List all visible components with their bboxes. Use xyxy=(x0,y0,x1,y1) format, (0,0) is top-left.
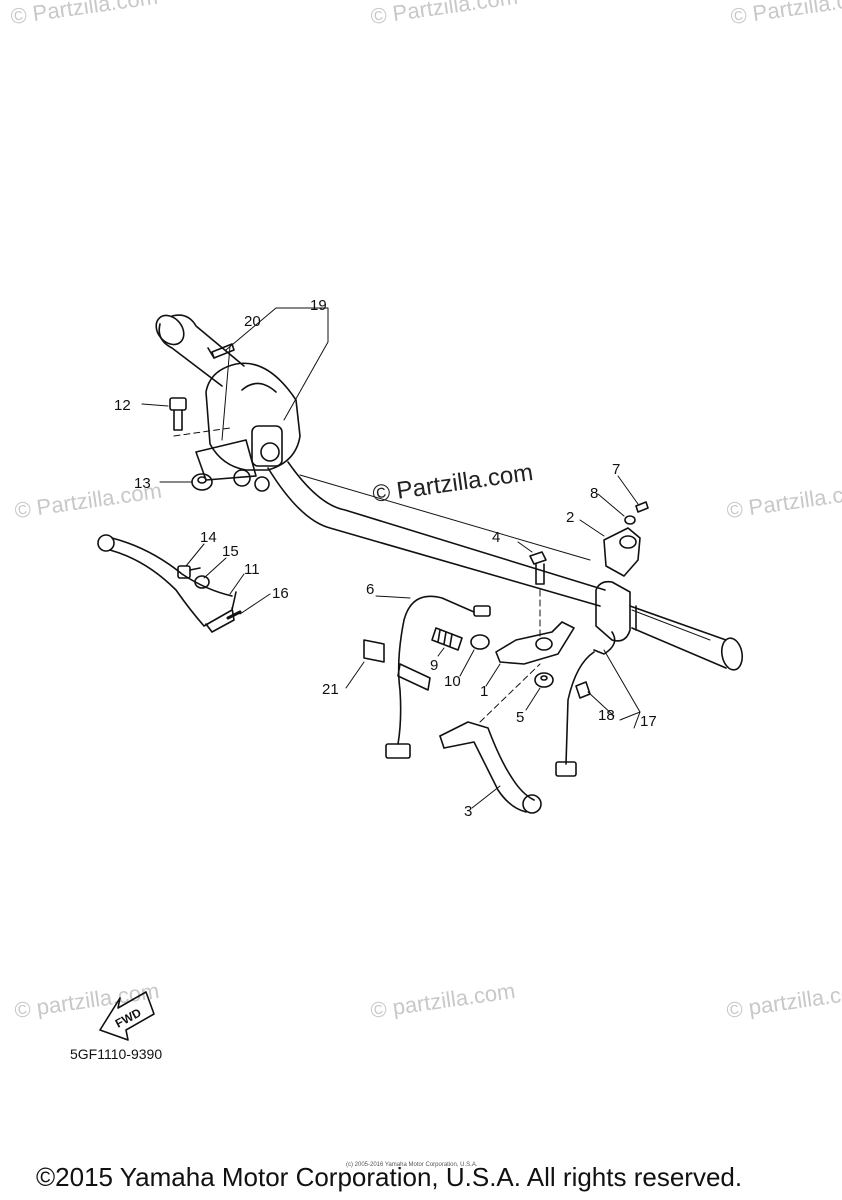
screw-16 xyxy=(226,610,242,620)
callout-12: 12 xyxy=(114,397,131,414)
callout-numbers: 1 2 3 4 5 6 7 8 9 10 11 12 13 14 15 16 1… xyxy=(113,297,657,1031)
callout-3: 3 xyxy=(464,803,472,820)
copyright-notice: ©2015 Yamaha Motor Corporation, U.S.A. A… xyxy=(36,1162,743,1192)
handlebar xyxy=(267,461,606,607)
diagram-code: 5GF1110-9390 xyxy=(70,1046,163,1062)
callout-8: 8 xyxy=(590,485,598,502)
callout-20: 20 xyxy=(244,313,261,330)
callout-21: 21 xyxy=(322,681,339,698)
adjuster-9 xyxy=(431,627,463,651)
callout-14: 14 xyxy=(200,529,217,546)
callout-4: 4 xyxy=(492,529,500,546)
callout-10: 10 xyxy=(444,673,461,690)
callout-16: 16 xyxy=(272,585,289,602)
fine-print: (c) 2005-2016 Yamaha Motor Corporation, … xyxy=(346,1162,478,1168)
callout-2: 2 xyxy=(566,509,574,526)
callout-18: 18 xyxy=(598,707,615,724)
right-grip xyxy=(629,605,744,671)
nut-15 xyxy=(194,575,210,589)
fwd-label: FWD xyxy=(113,1005,144,1030)
callout-6: 6 xyxy=(366,581,374,598)
callout-1: 1 xyxy=(480,683,488,700)
nut-5 xyxy=(534,672,554,688)
bracket-1 xyxy=(495,621,575,665)
bolt-4 xyxy=(529,551,547,585)
clamp-2 xyxy=(603,527,641,577)
throttle-housing xyxy=(195,362,301,492)
left-lever xyxy=(97,534,237,633)
bolt-12 xyxy=(169,397,187,431)
left-grip xyxy=(155,314,245,387)
callout-13: 13 xyxy=(134,475,151,492)
bolt-14 xyxy=(177,565,201,579)
locknut-10 xyxy=(470,634,490,650)
callout-11: 11 xyxy=(244,561,260,578)
screw-20 xyxy=(207,343,235,359)
nut-13 xyxy=(191,473,213,491)
cable-6 xyxy=(385,595,491,759)
right-switch xyxy=(593,580,631,655)
switch-wire xyxy=(555,651,595,777)
leader-lines xyxy=(141,307,641,809)
callout-15: 15 xyxy=(222,543,239,560)
fwd-arrow-icon xyxy=(99,991,155,1041)
washer-8 xyxy=(624,515,636,525)
callout-17: 17 xyxy=(640,713,657,730)
screw-7 xyxy=(635,501,649,513)
clutch-lever xyxy=(439,721,542,814)
cable-tie-21 xyxy=(363,639,431,691)
callout-7: 7 xyxy=(612,461,620,478)
screw-18 xyxy=(575,681,591,699)
callout-19: 19 xyxy=(310,297,327,314)
callout-5: 5 xyxy=(516,709,524,726)
callout-9: 9 xyxy=(430,657,438,674)
